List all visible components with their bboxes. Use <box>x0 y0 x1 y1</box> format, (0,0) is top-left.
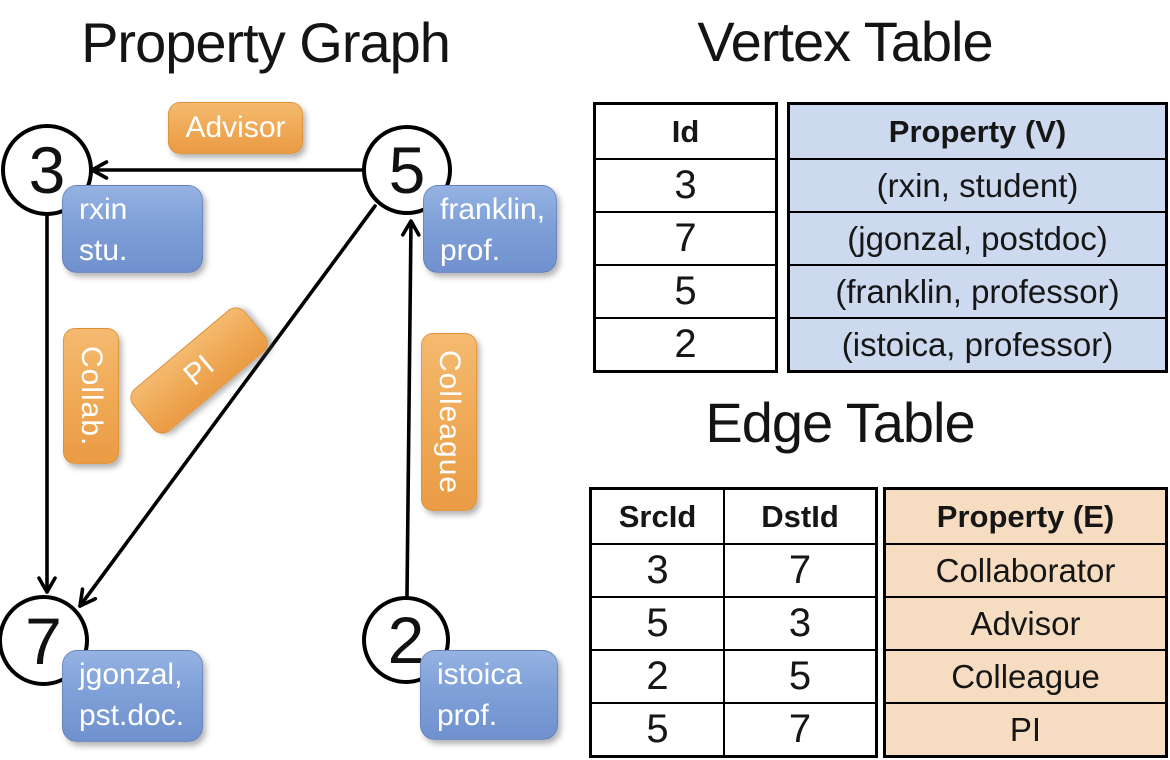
edge-5-to-7-line <box>78 204 377 608</box>
vertex-prop-line1: rxin <box>79 193 128 226</box>
edge-5-to-7-arrowhead <box>78 587 98 608</box>
vertex-id-label: 5 <box>388 133 426 207</box>
vertex-prop-box-2: istoica prof. <box>420 650 558 740</box>
vertex-prop-line2: prof. <box>437 699 498 732</box>
edge-table-cell-dst: 3 <box>723 598 875 649</box>
edge-label-text: PI <box>177 348 221 392</box>
edge-table-cell-dst: 5 <box>723 651 875 702</box>
edge-label-text: Colleague <box>433 349 466 495</box>
edge-table-cell-src: 5 <box>646 707 669 751</box>
vertex-id-label: 3 <box>28 133 66 207</box>
edge-table-cell-dst: 7 <box>723 545 875 596</box>
vertex-table-cell-property: (jgonzal, postdoc) <box>790 211 1165 264</box>
vertex-prop-line2: prof. <box>440 234 501 267</box>
vertex-prop-line2: pst.doc. <box>79 699 185 732</box>
edge-table-property-column: Property (E) Collaborator Advisor Collea… <box>883 487 1168 758</box>
edge-table-cell-property: Advisor <box>886 596 1165 649</box>
edge-3-to-7-arrowhead <box>37 576 57 594</box>
vertex-table-cell-property: (rxin, student) <box>790 158 1165 211</box>
vertex-table-cell-id: 7 <box>596 211 775 264</box>
edge-table-cell-src: 5 <box>646 601 669 645</box>
edge-table-cell-property: PI <box>886 702 1165 755</box>
vertex-table-cell-property: (istoica, professor) <box>790 317 1165 370</box>
vertex-table-id-column: Id 3 7 5 2 <box>593 102 778 373</box>
vertex-table-title: Vertex Table <box>697 10 993 73</box>
vertex-prop-box-7: jgonzal, pst.doc. <box>62 650 203 742</box>
vertex-table-cell-id: 5 <box>596 264 775 317</box>
property-graph-title: Property Graph <box>81 11 451 74</box>
edge-label-advisor: Advisor <box>168 102 303 154</box>
edge-table-title: Edge Table <box>705 391 975 454</box>
edge-table-cell-src: 3 <box>646 548 669 592</box>
vertex-table-cell-id: 3 <box>596 158 775 211</box>
vertex-circle-3: 3 <box>1 124 93 216</box>
edge-label-collab: Collab. <box>63 328 119 464</box>
vertex-prop-box-3: rxin stu. <box>62 185 203 273</box>
vertex-id-label: 2 <box>387 603 425 677</box>
edge-label-colleague: Colleague <box>421 333 477 511</box>
vertex-table-cell-id: 2 <box>596 317 775 370</box>
edge-label-text: Advisor <box>185 111 286 144</box>
vertex-prop-line1: franklin, <box>440 193 546 226</box>
vertex-table-property-column: Property (V) (rxin, student) (jgonzal, p… <box>787 102 1168 373</box>
edge-table-cell-dst: 7 <box>723 704 875 755</box>
edge-table-header-dstid: DstId <box>723 490 875 543</box>
vertex-table-header-property: Property (V) <box>888 113 1067 149</box>
edge-table-header-srcid: SrcId <box>618 498 697 534</box>
vertex-id-label: 7 <box>25 603 62 678</box>
vertex-prop-line2: stu. <box>79 234 128 267</box>
vertex-prop-box-5: franklin, prof. <box>423 185 557 273</box>
vertex-prop-line1: istoica <box>437 658 523 691</box>
edge-table-cell-property: Collaborator <box>886 543 1165 596</box>
edge-table-header-property: Property (E) <box>936 498 1115 534</box>
edge-table-cell-property: Colleague <box>886 649 1165 702</box>
edge-2-to-5-arrowhead <box>401 219 421 237</box>
edge-table-cell-src: 2 <box>646 654 669 698</box>
edge-table-id-columns: SrcId DstId 3 7 5 3 2 5 5 7 <box>589 487 878 758</box>
edge-2-to-5-line <box>405 220 413 598</box>
vertex-table-cell-property: (franklin, professor) <box>790 264 1165 317</box>
vertex-table-header-id: Id <box>671 113 700 149</box>
vertex-prop-line1: jgonzal, <box>79 658 183 691</box>
vertex-circle-2: 2 <box>362 596 450 684</box>
edge-label-text: Collab. <box>75 345 108 447</box>
